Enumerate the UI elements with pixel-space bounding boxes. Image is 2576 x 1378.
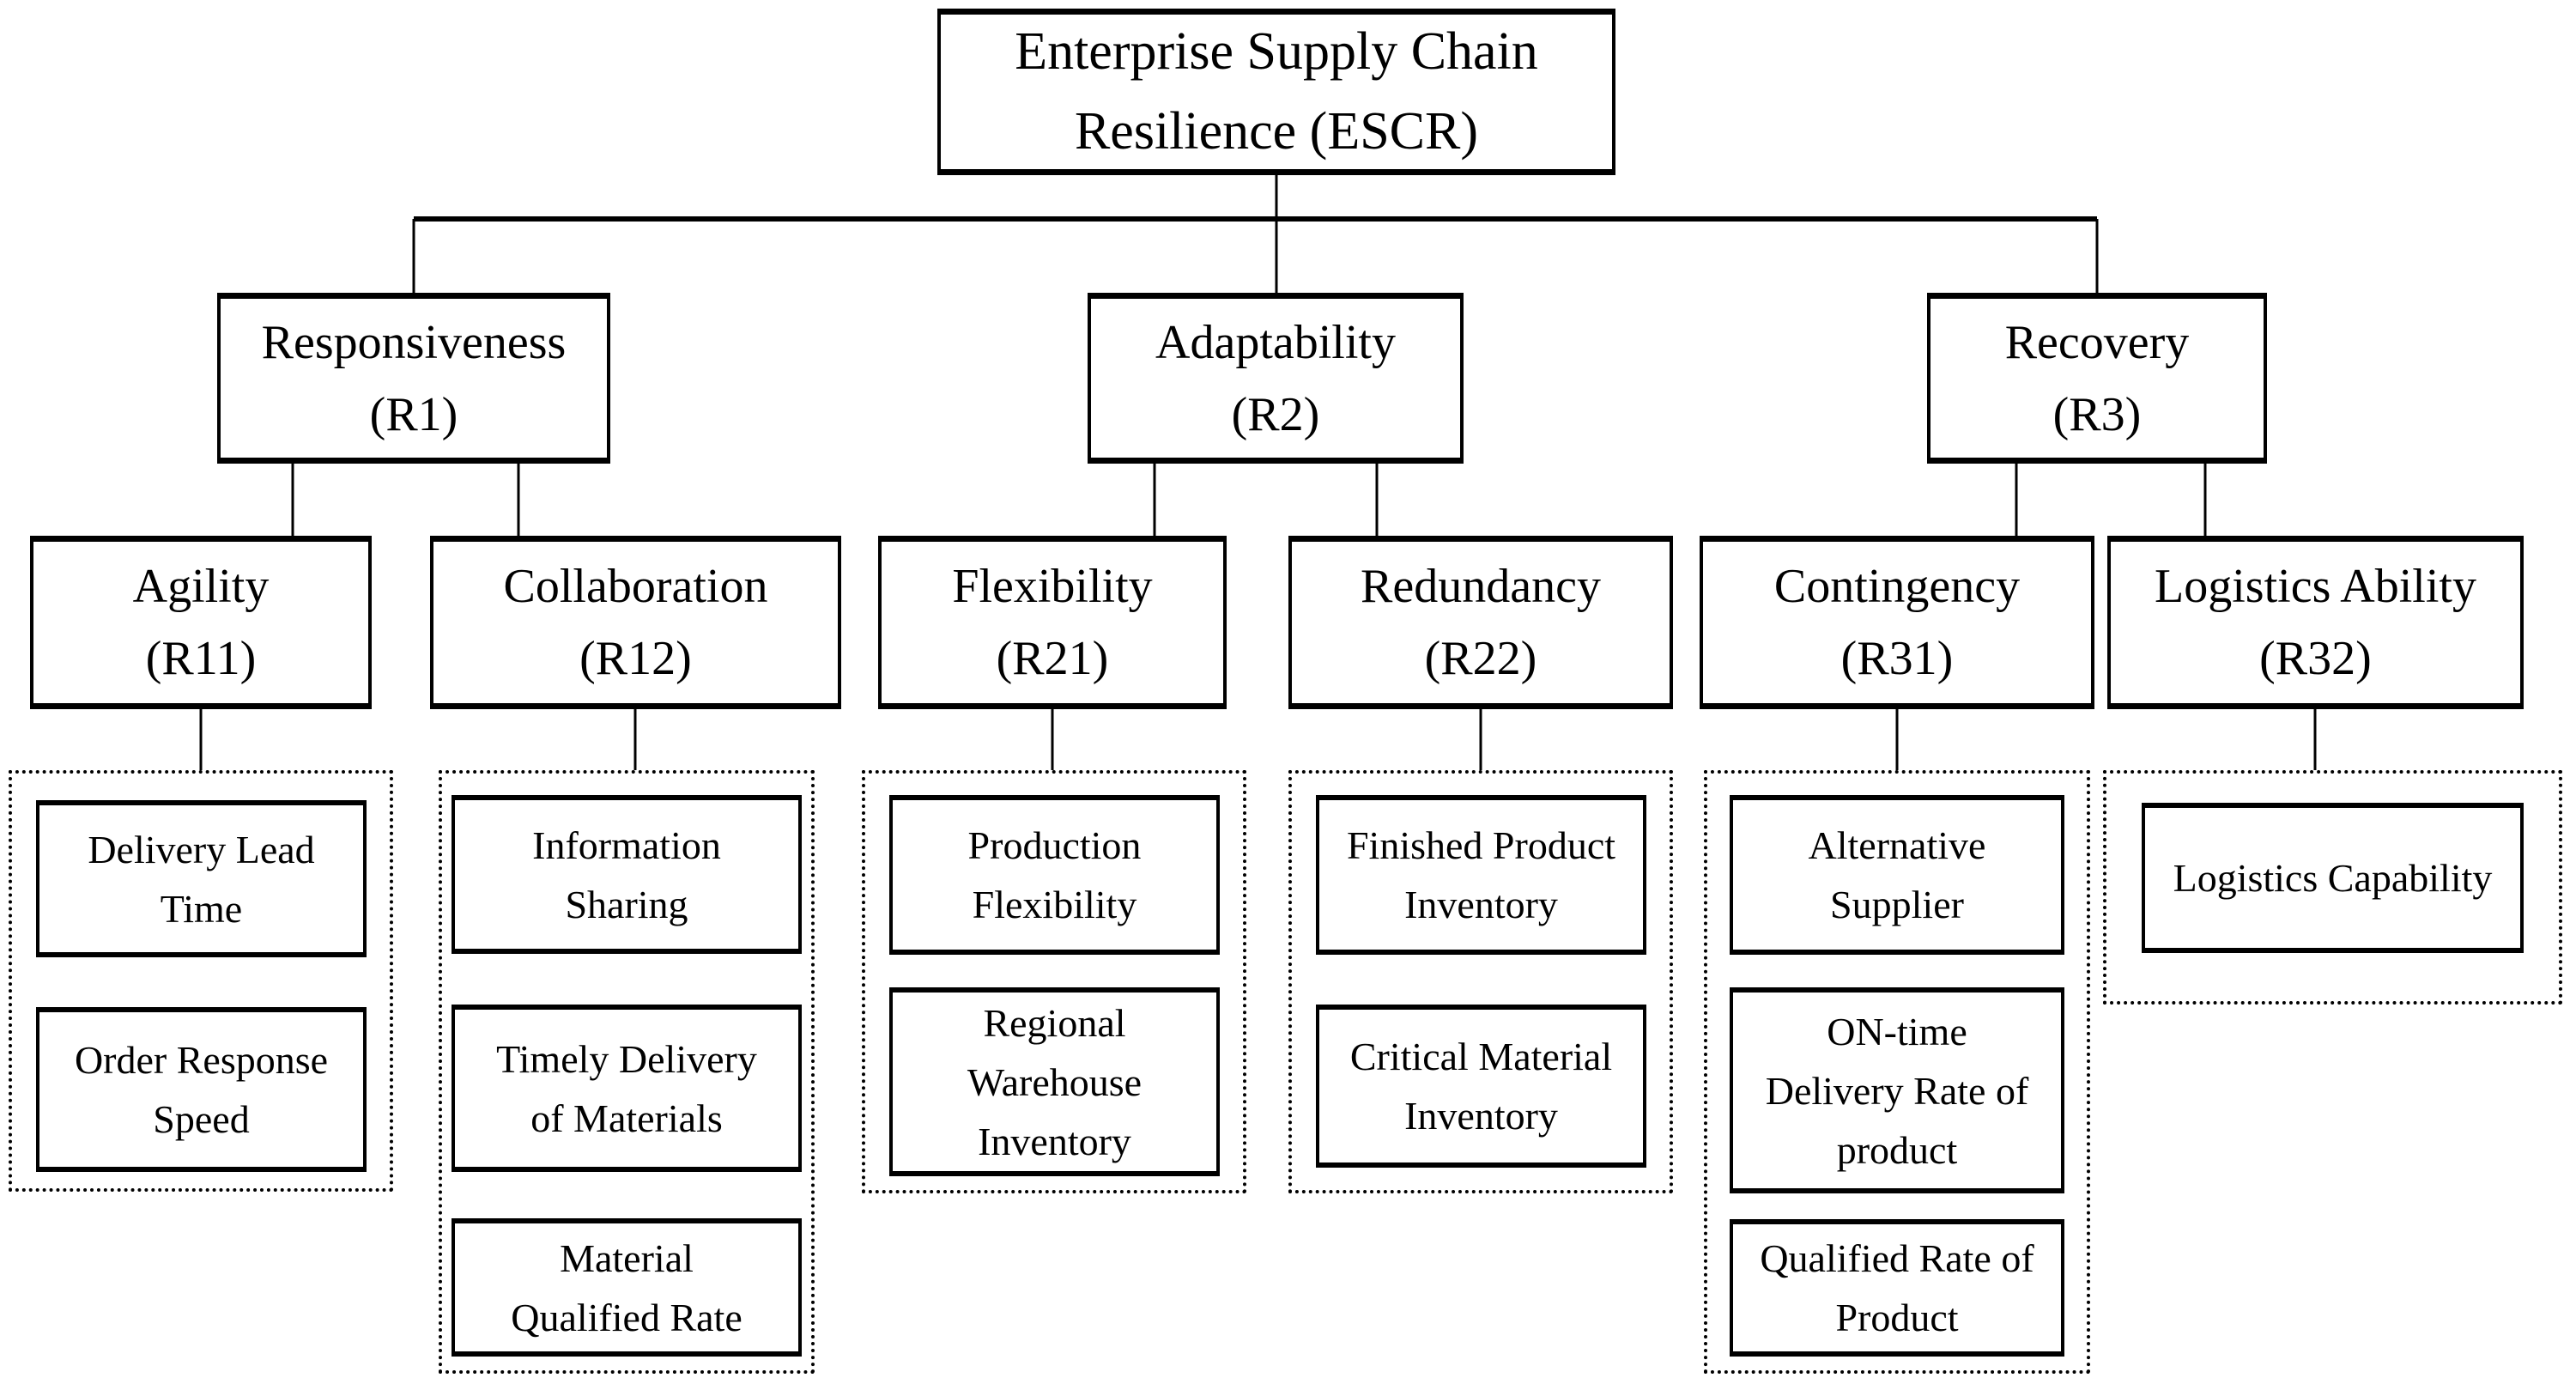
leaf-on-time-delivery-rate-label: ON-time Delivery Rate of product xyxy=(1765,1009,2029,1172)
node-collaboration-label: Collaboration (R12) xyxy=(503,560,768,685)
leaf-critical-material-inventory-label: Critical Material Inventory xyxy=(1349,1035,1613,1138)
node-recovery-label: Recovery (R3) xyxy=(2004,315,2190,441)
leaf-qualified-rate-of-product: Qualified Rate of Product xyxy=(1730,1219,2064,1357)
node-redundancy: Redundancy (R22) xyxy=(1288,536,1673,709)
node-escr: Enterprise Supply Chain Resilience (ESCR… xyxy=(937,9,1615,175)
node-collaboration: Collaboration (R12) xyxy=(430,536,841,709)
node-recovery: Recovery (R3) xyxy=(1927,293,2267,464)
node-agility: Agility (R11) xyxy=(30,536,372,709)
leaf-logistics-capability: Logistics Capability xyxy=(2142,803,2524,953)
node-logistics-ability-label: Logistics Ability (R32) xyxy=(2155,560,2476,685)
leaf-logistics-capability-label: Logistics Capability xyxy=(2173,856,2493,900)
leaf-order-response-speed: Order Response Speed xyxy=(36,1007,367,1172)
leaf-on-time-delivery-rate: ON-time Delivery Rate of product xyxy=(1730,987,2064,1193)
node-adaptability-label: Adaptability (R2) xyxy=(1155,315,1396,441)
leaf-regional-warehouse-inventory: Regional Warehouse Inventory xyxy=(889,987,1220,1176)
node-contingency-label: Contingency (R31) xyxy=(1773,560,2021,685)
leaf-timely-delivery-of-materials: Timely Delivery of Materials xyxy=(452,1005,802,1172)
node-responsiveness: Responsiveness (R1) xyxy=(217,293,610,464)
leaf-production-flexibility-label: Production Flexibility xyxy=(967,823,1142,926)
node-responsiveness-label: Responsiveness (R1) xyxy=(261,315,567,441)
leaf-production-flexibility: Production Flexibility xyxy=(889,795,1220,955)
leaf-regional-warehouse-inventory-label: Regional Warehouse Inventory xyxy=(967,1000,1143,1163)
leaf-order-response-speed-label: Order Response Speed xyxy=(74,1038,329,1141)
leaf-delivery-lead-time: Delivery Lead Time xyxy=(36,800,367,957)
leaf-material-qualified-rate-label: Material Qualified Rate xyxy=(511,1235,742,1339)
leaf-alternative-supplier-label: Alternative Supplier xyxy=(1808,823,1986,926)
node-logistics-ability: Logistics Ability (R32) xyxy=(2107,536,2524,709)
node-escr-label: Enterprise Supply Chain Resilience (ESCR… xyxy=(1015,22,1538,161)
node-adaptability: Adaptability (R2) xyxy=(1088,293,1464,464)
leaf-delivery-lead-time-label: Delivery Lead Time xyxy=(88,827,315,931)
leaf-information-sharing: Information Sharing xyxy=(452,795,802,954)
node-contingency: Contingency (R31) xyxy=(1700,536,2094,709)
leaf-critical-material-inventory: Critical Material Inventory xyxy=(1316,1005,1646,1168)
node-agility-label: Agility (R11) xyxy=(132,560,270,685)
leaf-information-sharing-label: Information Sharing xyxy=(532,823,721,926)
node-redundancy-label: Redundancy (R22) xyxy=(1361,560,1601,685)
leaf-finished-product-inventory-label: Finished Product Inventory xyxy=(1346,823,1616,926)
leaf-qualified-rate-of-product-label: Qualified Rate of Product xyxy=(1760,1236,2034,1339)
leaf-material-qualified-rate: Material Qualified Rate xyxy=(452,1218,802,1357)
leaf-finished-product-inventory: Finished Product Inventory xyxy=(1316,795,1646,955)
leaf-alternative-supplier: Alternative Supplier xyxy=(1730,795,2064,955)
node-flexibility: Flexibility (R21) xyxy=(878,536,1227,709)
node-flexibility-label: Flexibility (R21) xyxy=(952,560,1153,685)
leaf-timely-delivery-of-materials-label: Timely Delivery of Materials xyxy=(496,1036,757,1140)
